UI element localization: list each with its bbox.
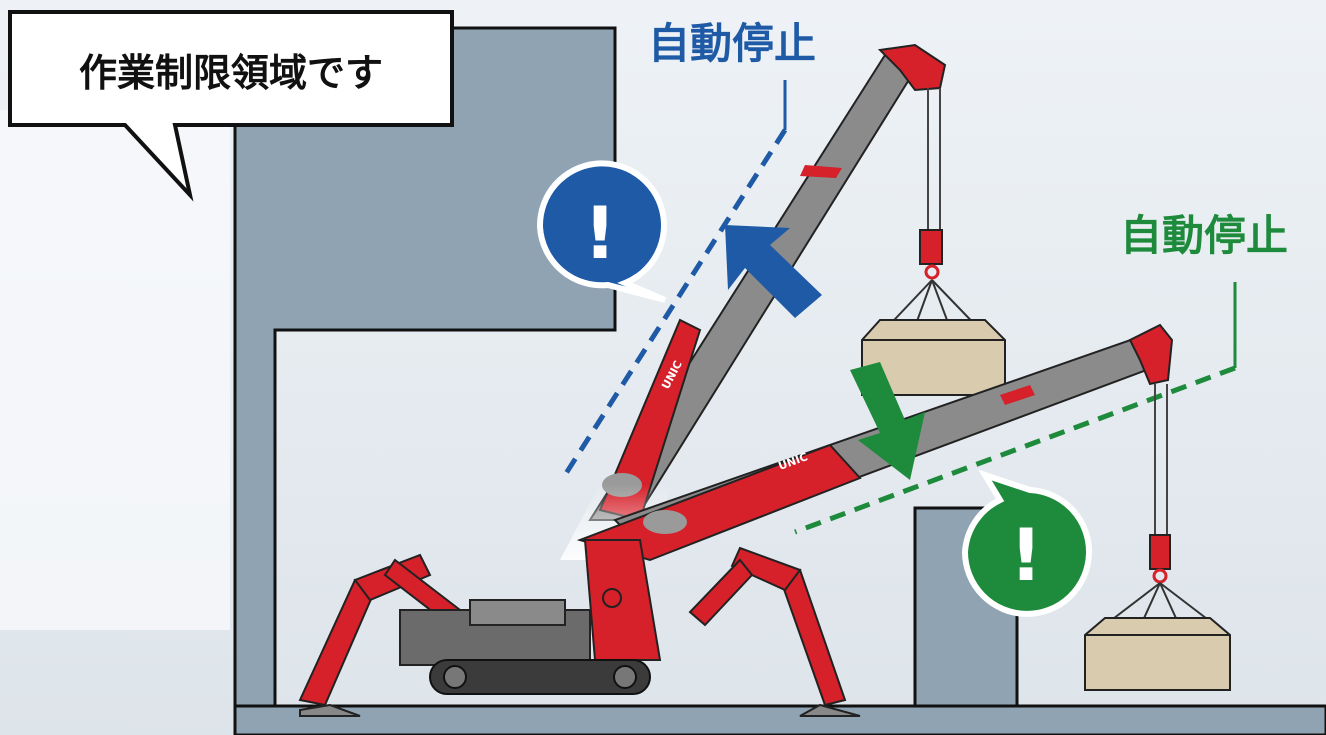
lower-load-box — [1084, 617, 1231, 691]
upper-limit-line — [562, 128, 788, 477]
lower-limit-line — [794, 365, 1236, 535]
lower-motion-arrow — [850, 362, 925, 480]
background-haze — [0, 110, 230, 630]
upper-alert-symbol: ! — [584, 191, 617, 275]
upper-motion-arrow — [725, 225, 822, 318]
raised-boom: UNIC — [560, 43, 947, 560]
lower-stop-label: 自動停止 — [1120, 211, 1288, 260]
lower-alert-symbol: ! — [1010, 513, 1043, 597]
callout-bubble: 作業制限領域です — [8, 10, 454, 202]
spider-crane-body — [298, 539, 861, 717]
lower-alert-bubble: ! — [961, 469, 1092, 617]
upper-alert-bubble: ! — [537, 160, 667, 303]
floor — [233, 704, 1326, 735]
upper-stop-label: 自動停止 — [648, 19, 816, 68]
callout-text: 作業制限領域です — [79, 51, 383, 95]
